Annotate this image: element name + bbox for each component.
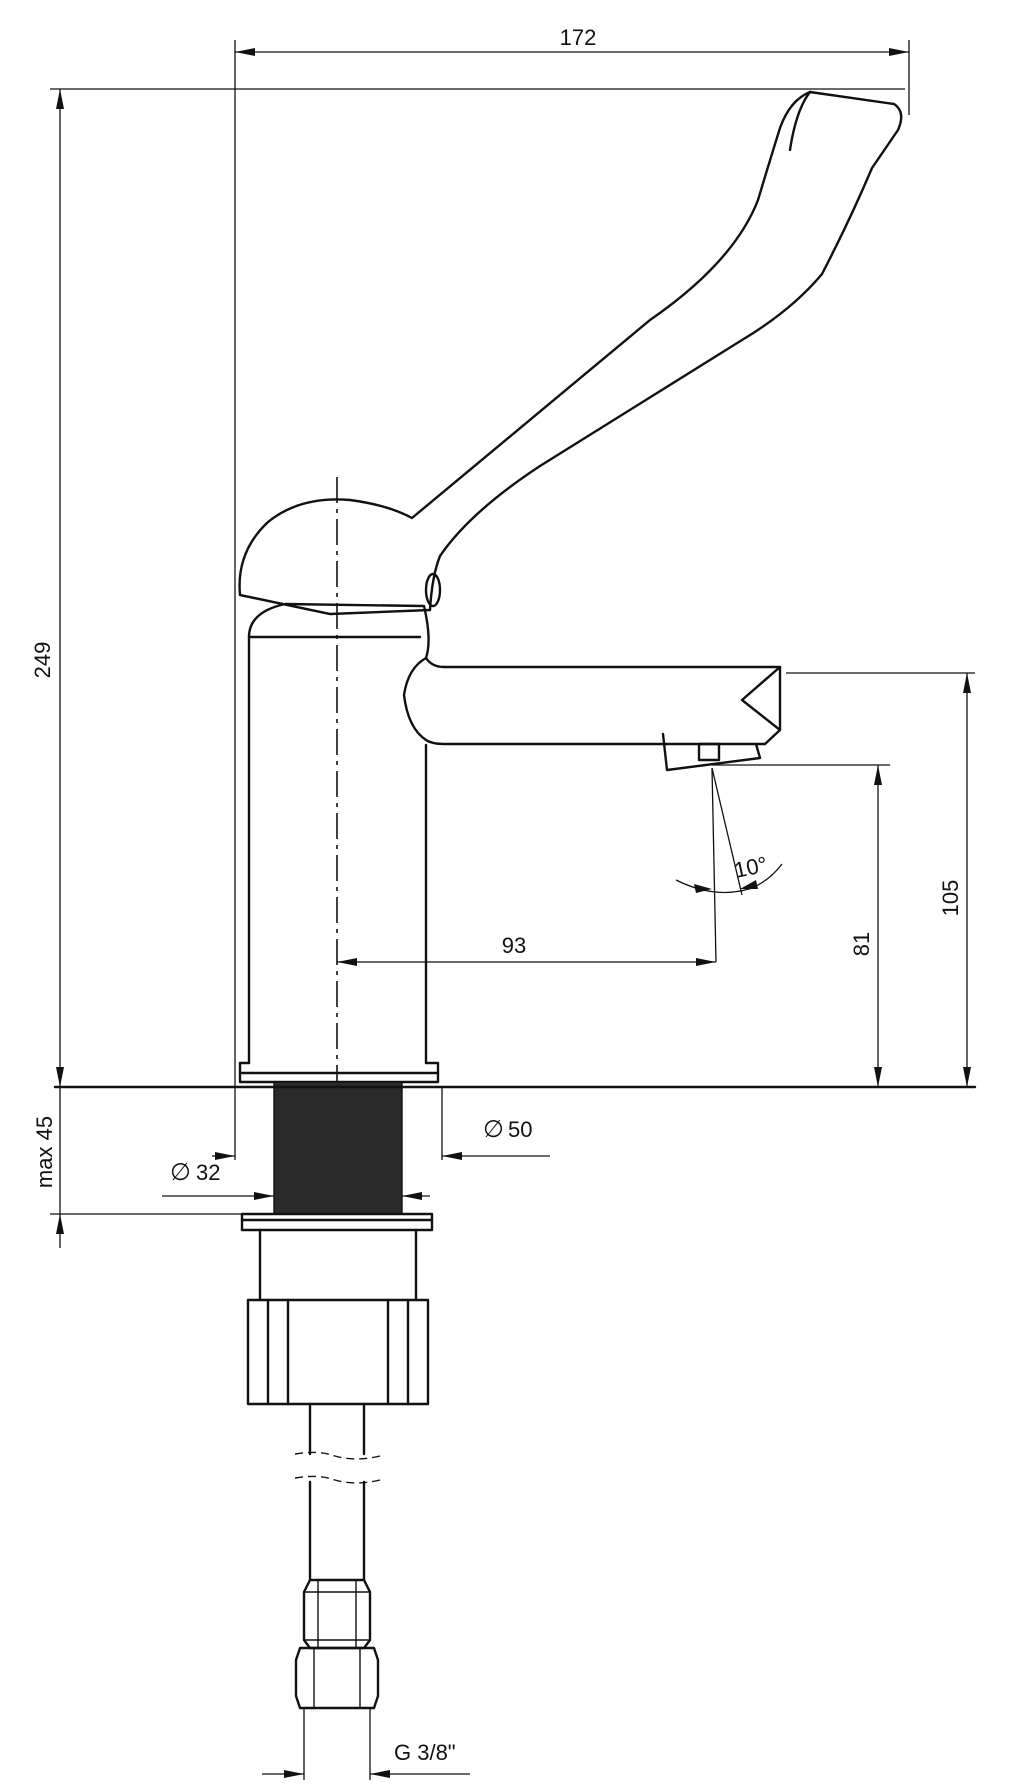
- dimension-connection-thread: G 3/8": [262, 1708, 470, 1780]
- threaded-shank: [273, 1081, 403, 1215]
- lever-handle: [238, 90, 903, 616]
- svg-text:172: 172: [560, 25, 597, 50]
- svg-text:∅: ∅: [483, 1116, 504, 1143]
- svg-text:50: 50: [508, 1117, 532, 1142]
- faucet-body: [238, 602, 440, 1084]
- dimension-outlet-height: 81: [712, 764, 890, 1087]
- faucet-spout: [402, 656, 782, 772]
- dimension-spout-reach: 93: [337, 933, 716, 966]
- svg-text:249: 249: [30, 642, 55, 679]
- dimension-base-diameter: ∅ 50: [212, 1087, 550, 1160]
- svg-text:10°: 10°: [732, 852, 770, 883]
- svg-text:max 45: max 45: [32, 1116, 57, 1188]
- svg-text:∅: ∅: [170, 1159, 191, 1186]
- dimension-shank-diameter: ∅ 32: [162, 1159, 430, 1200]
- svg-text:93: 93: [502, 933, 526, 958]
- svg-text:G 3/8": G 3/8": [394, 1740, 456, 1765]
- mounting-assembly: [240, 1081, 434, 1710]
- svg-text:81: 81: [849, 932, 874, 956]
- svg-text:105: 105: [938, 880, 963, 917]
- lock-nut: [246, 1298, 430, 1406]
- dimension-mounting-thickness: max 45: [32, 1087, 242, 1248]
- dimension-spout-height: 105: [786, 672, 975, 1087]
- dimension-overall-height: 249: [30, 88, 905, 1087]
- svg-text:32: 32: [196, 1160, 220, 1185]
- dimension-spray-angle: 10°: [675, 767, 783, 963]
- dimension-overall-width: 172: [234, 25, 910, 1087]
